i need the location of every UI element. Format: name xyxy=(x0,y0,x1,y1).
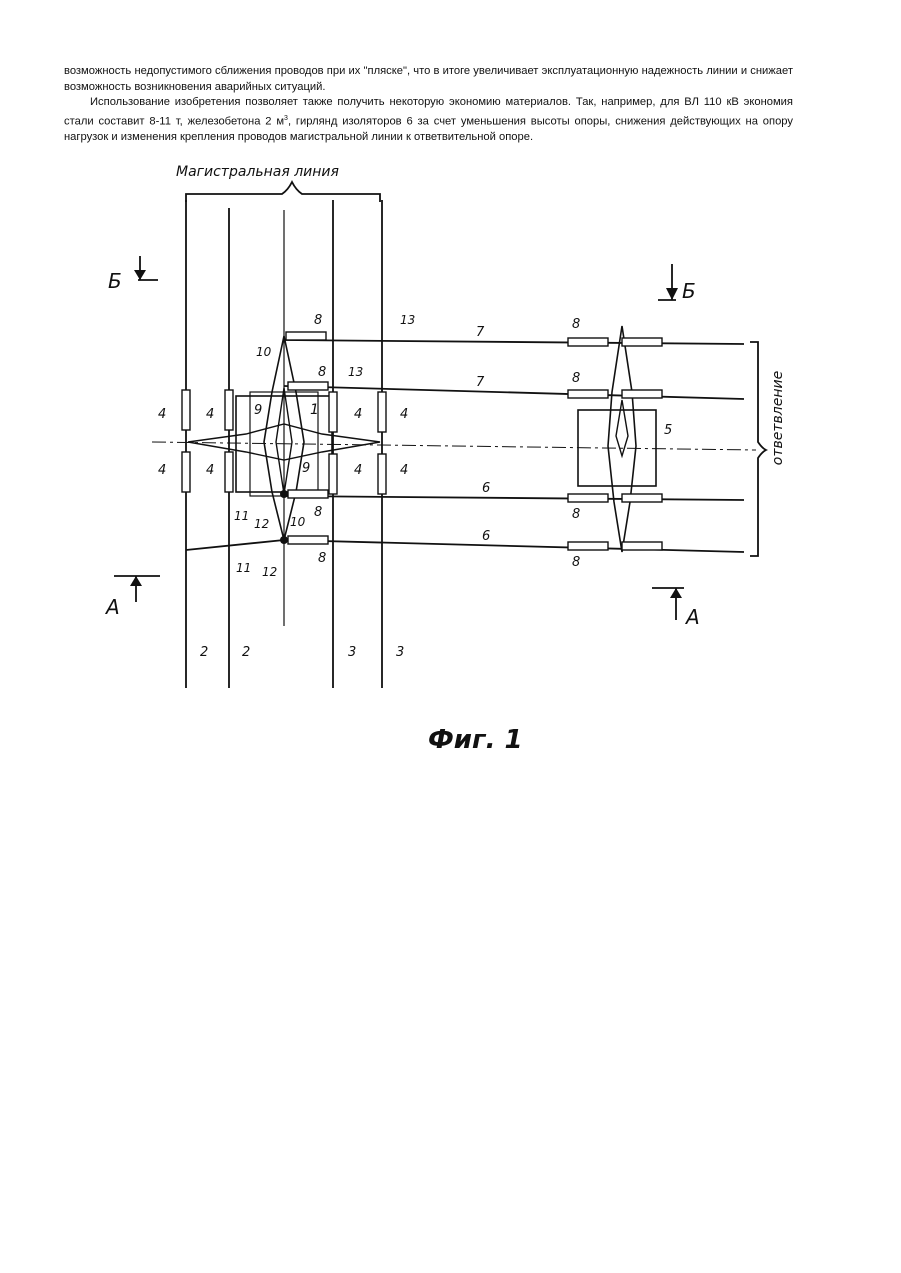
body-text: возможность недопустимого сближения пров… xyxy=(64,64,793,146)
section-b-left-label: Б xyxy=(108,269,122,293)
insulator-4 xyxy=(225,452,233,492)
label-4: 4 xyxy=(400,407,408,422)
label-1: 1 xyxy=(310,402,319,418)
label-4: 4 xyxy=(158,407,166,422)
label-8: 8 xyxy=(572,371,580,386)
wire-7a xyxy=(284,340,744,344)
wire-11 xyxy=(186,540,284,550)
section-b-right-label: Б xyxy=(682,279,696,303)
wire-6b xyxy=(284,540,744,552)
label-7b: 7 xyxy=(476,375,485,390)
label-8: 8 xyxy=(314,313,322,328)
node-12a xyxy=(280,490,288,498)
insulator-8 xyxy=(622,390,662,398)
label-4: 4 xyxy=(206,407,214,422)
node-12b xyxy=(280,536,288,544)
label-4: 4 xyxy=(400,463,408,478)
label-4: 4 xyxy=(158,463,166,478)
label-6a: 6 xyxy=(482,481,490,496)
label-10a: 10 xyxy=(256,345,272,359)
figure-caption: Фиг. 1 xyxy=(428,725,523,755)
label-3b: 3 xyxy=(396,645,404,660)
insulator-4 xyxy=(378,454,386,494)
label-4: 4 xyxy=(354,407,362,422)
label-3a: 3 xyxy=(348,645,356,660)
label-2b: 2 xyxy=(242,645,250,660)
label-8: 8 xyxy=(572,555,580,570)
insulator-8 xyxy=(286,332,326,340)
label-12a: 12 xyxy=(254,517,269,531)
label-8: 8 xyxy=(314,505,322,520)
branch-brace xyxy=(750,342,766,556)
insulator-8 xyxy=(288,536,328,544)
insulator-8 xyxy=(568,390,608,398)
label-4: 4 xyxy=(206,463,214,478)
label-9a: 9 xyxy=(254,403,262,418)
label-6b: 6 xyxy=(482,529,490,544)
insulator-4 xyxy=(182,390,190,430)
label-12b: 12 xyxy=(262,565,277,579)
label-4: 4 xyxy=(354,463,362,478)
label-13b: 13 xyxy=(348,365,363,379)
branch-label: ответвление xyxy=(770,371,786,465)
insulator-4 xyxy=(182,452,190,492)
label-11a: 11 xyxy=(234,509,249,523)
label-2a: 2 xyxy=(200,645,208,660)
label-13a: 13 xyxy=(400,313,415,327)
insulator-8 xyxy=(568,542,608,550)
insulator-8 xyxy=(288,382,328,390)
label-7a: 7 xyxy=(476,325,485,340)
label-8: 8 xyxy=(572,317,580,332)
insulator-8 xyxy=(288,490,328,498)
label-8: 8 xyxy=(318,365,326,380)
label-8: 8 xyxy=(318,551,326,566)
insulator-8 xyxy=(622,338,662,346)
main-line-brace xyxy=(186,182,380,202)
label-11b: 11 xyxy=(236,561,251,575)
paragraph-2: Использование изобретения позволяет такж… xyxy=(64,95,793,146)
insulator-8 xyxy=(568,494,608,502)
section-a-right-label: А xyxy=(684,605,700,629)
insulator-4 xyxy=(329,454,337,494)
figure-1: Магистральная линия Б Б А А Фиг. 1 ответ… xyxy=(96,156,786,756)
crossarm-branch xyxy=(608,326,636,552)
insulator-8 xyxy=(622,494,662,502)
paragraph-1: возможность недопустимого сближения пров… xyxy=(64,64,793,95)
insulator-8 xyxy=(622,542,662,550)
axis-horizontal xyxy=(152,442,756,450)
wire-7b xyxy=(284,386,744,399)
crossarm-branch-inner xyxy=(616,400,628,456)
label-9b: 9 xyxy=(302,461,310,476)
label-8: 8 xyxy=(572,507,580,522)
figure-drawing: Магистральная линия Б Б А А Фиг. 1 ответ… xyxy=(96,156,786,756)
insulator-4 xyxy=(378,392,386,432)
label-5: 5 xyxy=(664,423,672,438)
insulator-4 xyxy=(225,390,233,430)
insulator-8 xyxy=(568,338,608,346)
label-10b: 10 xyxy=(290,515,306,529)
insulator-4 xyxy=(329,392,337,432)
section-a-left-label: А xyxy=(104,595,120,619)
wire-6a xyxy=(284,496,744,500)
main-line-label: Магистральная линия xyxy=(176,164,339,180)
